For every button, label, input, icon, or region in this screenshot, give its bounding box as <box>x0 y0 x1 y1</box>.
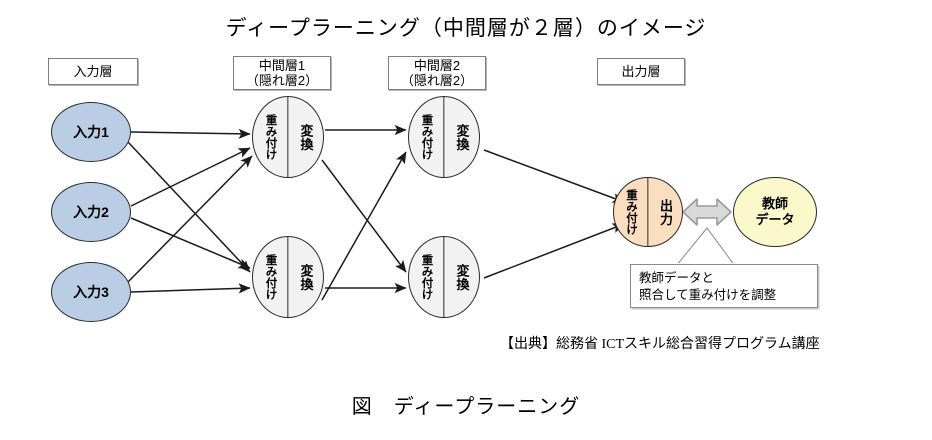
node-hidden1-2-transform-label: 変換 <box>298 263 314 291</box>
callout-box: 教師データと 照合して重み付けを調整 <box>630 264 818 308</box>
node-teacher-data-line2: データ <box>755 212 795 227</box>
node-hidden2-1-weight: 重み付け <box>409 97 444 177</box>
callout-line2: 照合して重み付けを調整 <box>639 288 777 302</box>
node-divider <box>287 97 289 177</box>
node-divider <box>443 97 445 177</box>
node-hidden2-2-transform: 変換 <box>444 237 479 317</box>
node-hidden2-1-transform: 変換 <box>444 97 479 177</box>
node-hidden2-2-weight: 重み付け <box>409 237 444 317</box>
node-input-1-label: 入力1 <box>73 124 109 140</box>
node-input-3[interactable]: 入力3 <box>51 262 131 322</box>
node-hidden2-2-weight-label: 重み付け <box>420 254 433 300</box>
node-output-value: 出力 <box>648 178 682 246</box>
node-divider <box>287 237 289 317</box>
layer-header-hidden2: 中間層2 （隠れ層2） <box>388 56 486 90</box>
node-hidden1-2-weight: 重み付け <box>253 237 288 317</box>
node-hidden2-1-weight-label: 重み付け <box>420 114 433 160</box>
node-divider <box>443 237 445 317</box>
node-hidden1-1-weight-label: 重み付け <box>264 114 277 160</box>
node-hidden1-2[interactable]: 重み付け 変換 <box>252 236 324 318</box>
node-hidden1-1-weight: 重み付け <box>253 97 288 177</box>
layer-header-hidden1-line2: （隠れ層2） <box>245 73 319 88</box>
node-output-weight: 重み付け <box>614 178 648 246</box>
layer-header-hidden2-line1: 中間層2 <box>413 58 461 73</box>
node-teacher-data[interactable]: 教師 データ <box>733 177 817 247</box>
node-hidden1-2-transform: 変換 <box>288 237 323 317</box>
node-output[interactable]: 重み付け 出力 <box>613 177 683 247</box>
node-hidden1-1[interactable]: 重み付け 変換 <box>252 96 324 178</box>
layer-header-input-line1: 入力層 <box>73 64 113 79</box>
node-output-weight-label: 重み付け <box>625 189 637 235</box>
page-title: ディープラーニング（中間層が２層）のイメージ <box>225 16 707 40</box>
node-input-3-label: 入力3 <box>73 284 109 300</box>
layer-header-hidden1: 中間層1 （隠れ層2） <box>233 56 331 90</box>
node-hidden1-1-transform-label: 変換 <box>298 123 314 151</box>
source-credit: 【出典】総務省 ICTスキル総合習得プログラム講座 <box>500 337 820 352</box>
node-hidden1-2-weight-label: 重み付け <box>264 254 277 300</box>
layer-header-hidden2-line2: （隠れ層2） <box>400 73 474 88</box>
bidirectional-sync-arrow <box>682 198 732 226</box>
node-input-2-label: 入力2 <box>73 204 109 220</box>
layer-header-output-line1: 出力層 <box>621 64 661 79</box>
node-hidden1-1-transform: 変換 <box>288 97 323 177</box>
callout-pointer <box>674 227 736 269</box>
layer-header-output: 出力層 <box>597 58 685 85</box>
callout-line1: 教師データと <box>639 271 715 285</box>
node-teacher-data-line1: 教師 <box>761 196 788 211</box>
node-hidden2-2-transform-label: 変換 <box>454 263 470 291</box>
figure-caption: 図 ディープラーニング <box>351 396 581 418</box>
node-input-1[interactable]: 入力1 <box>51 102 131 162</box>
node-hidden2-1-transform-label: 変換 <box>454 123 470 151</box>
node-hidden2-1[interactable]: 重み付け 変換 <box>408 96 480 178</box>
node-teacher-data-text: 教師 データ <box>755 196 794 228</box>
layer-header-input: 入力層 <box>48 58 138 85</box>
node-input-2[interactable]: 入力2 <box>51 182 131 242</box>
layer-header-hidden1-line1: 中間層1 <box>258 58 306 73</box>
node-hidden2-2[interactable]: 重み付け 変換 <box>408 236 480 318</box>
node-divider <box>647 178 649 246</box>
node-output-value-label: 出力 <box>658 198 673 226</box>
